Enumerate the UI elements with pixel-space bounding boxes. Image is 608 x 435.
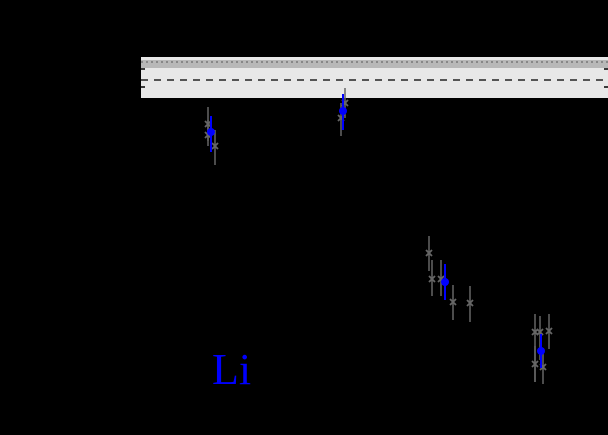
data-point-x — [449, 298, 457, 306]
data-point-circle — [207, 128, 215, 136]
data-point-circle — [537, 347, 545, 355]
data-point-x — [531, 360, 539, 368]
data-point-x — [545, 327, 553, 335]
data-point-x — [428, 275, 436, 283]
blue-series — [207, 94, 545, 368]
element-label-li: Li — [212, 345, 252, 394]
data-point-circle — [441, 278, 449, 286]
data-point-circle — [339, 107, 347, 115]
data-point-x — [425, 249, 433, 257]
reference-band — [141, 57, 608, 98]
data-point-x — [466, 299, 474, 307]
data-point-x — [211, 142, 219, 150]
band-inner — [141, 60, 608, 68]
